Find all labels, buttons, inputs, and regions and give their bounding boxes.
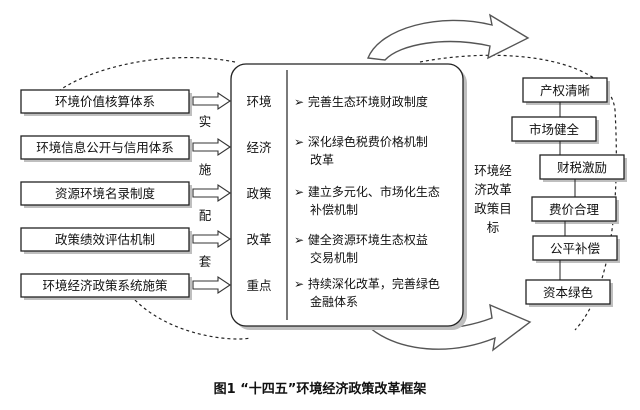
right-box: 产权清晰	[522, 77, 610, 105]
left-box: 资源环境名录制度	[20, 181, 192, 208]
right-box: 资本绿色	[525, 279, 613, 307]
policy-item-line: ➢ 建立多元化、市场化生态	[294, 184, 440, 199]
top-curved-arrow	[367, 13, 530, 61]
hollow-right-arrow-icon	[192, 183, 231, 203]
connector-char: 施	[199, 162, 212, 177]
right-box-label: 公平补偿	[550, 241, 600, 256]
left-box-label: 资源环境名录制度	[55, 186, 156, 201]
target-line: 政策目	[474, 201, 512, 216]
center-left-label: 经济	[246, 140, 272, 155]
center-left-label: 改革	[246, 232, 271, 247]
connector-char: 套	[199, 254, 212, 269]
hollow-right-arrow-icon	[192, 137, 231, 157]
target-line: 标	[487, 220, 500, 235]
right-box-label: 财税激励	[557, 160, 607, 175]
left-box-list: 环境价值核算体系 环境信息公开与信用体系 资源环境名录制度 政策绩效评估机制 环…	[20, 89, 192, 300]
right-box-label: 产权清晰	[540, 83, 590, 98]
connector-char: 实	[199, 114, 212, 129]
target-line: 济改革	[474, 182, 512, 197]
policy-item-line: 改革	[310, 153, 334, 167]
hollow-right-arrow-icon	[192, 91, 231, 111]
left-box: 政策绩效评估机制	[20, 227, 192, 254]
right-box-list: 产权清晰 市场健全 财税激励 费价合理 公平补偿	[511, 77, 627, 307]
figure-caption: 图1 “十四五”环境经济政策改革框架	[214, 381, 427, 397]
left-box-label: 环境经济政策系统施策	[42, 278, 168, 293]
left-box: 环境经济政策系统施策	[20, 273, 192, 300]
right-box-label: 资本绿色	[543, 285, 594, 300]
target-line: 环境经	[474, 163, 512, 178]
hollow-arrow-list	[192, 91, 231, 295]
right-box: 费价合理	[531, 196, 619, 224]
right-box: 财税激励	[539, 154, 627, 182]
hollow-right-arrow-icon	[192, 229, 231, 249]
policy-item-line: ➢ 健全资源环境生态权益	[294, 232, 428, 247]
center-left-label: 环境	[246, 94, 271, 109]
left-box-label: 环境信息公开与信用体系	[36, 140, 174, 155]
right-box: 公平补偿	[532, 235, 620, 263]
right-box-label: 费价合理	[549, 202, 600, 217]
policy-item-line: 交易机制	[310, 250, 358, 265]
connector-char: 配	[199, 208, 212, 223]
hollow-right-arrow-icon	[192, 275, 231, 295]
right-box-label: 市场健全	[529, 122, 580, 137]
left-box-label: 环境价值核算体系	[55, 94, 155, 109]
policy-item-line: ➢ 深化绿色税费价格机制	[294, 134, 428, 149]
left-box-label: 政策绩效评估机制	[55, 232, 155, 247]
dashed-cycle-left-bottom	[134, 299, 251, 340]
center-left-label: 政策	[246, 186, 272, 201]
policy-item-line: ➢ 完善生态环境财政制度	[294, 94, 428, 109]
reform-target-text: 环境经 济改革 政策目 标	[474, 163, 512, 235]
right-box: 市场健全	[511, 116, 599, 144]
left-box: 环境信息公开与信用体系	[20, 135, 192, 162]
policy-item-line: ➢ 持续深化改革，完善绿色	[294, 276, 440, 291]
left-box: 环境价值核算体系	[20, 89, 192, 116]
policy-item-line: 补偿机制	[310, 202, 358, 217]
dashed-cycle-right	[419, 54, 617, 331]
center-panel: 环境 经济 政策 改革 重点 ➢ 完善生态环境财政制度 ➢ 深化绿色税费价格机制…	[230, 63, 467, 330]
policy-item-line: 金融体系	[310, 294, 358, 309]
center-left-label: 重点	[246, 278, 271, 293]
